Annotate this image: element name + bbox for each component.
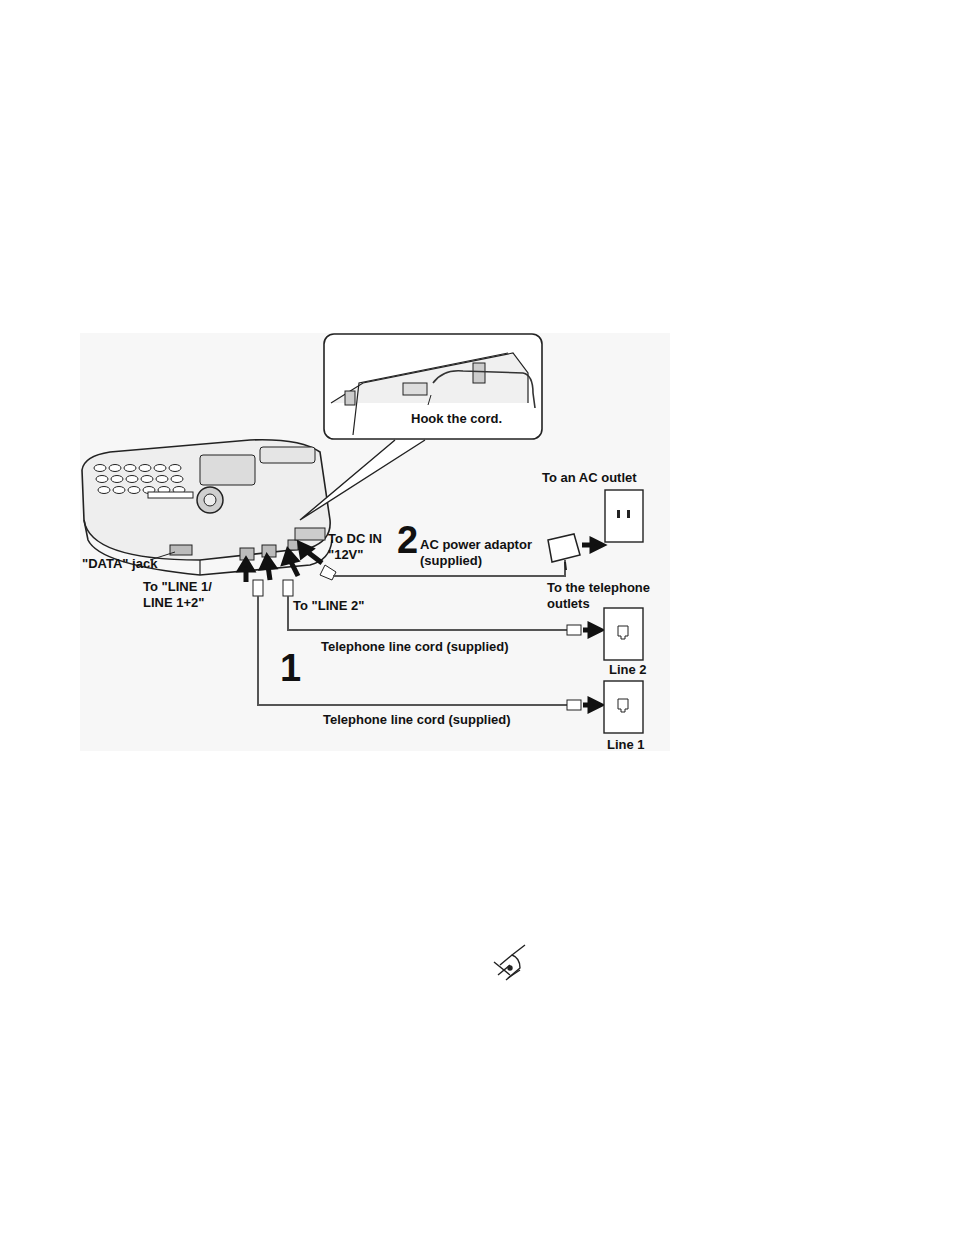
ac-outlet: To an AC outlet [538, 470, 648, 546]
phone-outlet: Line 1 [598, 679, 650, 755]
part-name: To the telephone outlets [547, 580, 667, 612]
node-label: Hook the cord. [411, 411, 502, 427]
part-name: Telephone line cord (supplied) [323, 712, 511, 728]
part-name: AC power adaptor (supplied) [420, 537, 550, 569]
callout-inset: Hook the cord. [323, 333, 543, 440]
node-label: To an AC outlet [542, 470, 637, 486]
jack-name: To "LINE 1/ LINE 1+2" [143, 579, 243, 611]
jack-name: To "LINE 2" [293, 598, 364, 614]
step-number: 2 [397, 520, 418, 560]
part-name: To DC IN "12V" [328, 531, 396, 563]
part-name: "DATA" jack [82, 556, 157, 572]
node-label: Line 1 [607, 737, 645, 753]
node-label: Line 2 [609, 662, 647, 678]
part-name: Telephone line cord (supplied) [321, 639, 509, 655]
phone-outlet: Line 2 [598, 606, 650, 678]
step-number: 1 [280, 648, 301, 688]
